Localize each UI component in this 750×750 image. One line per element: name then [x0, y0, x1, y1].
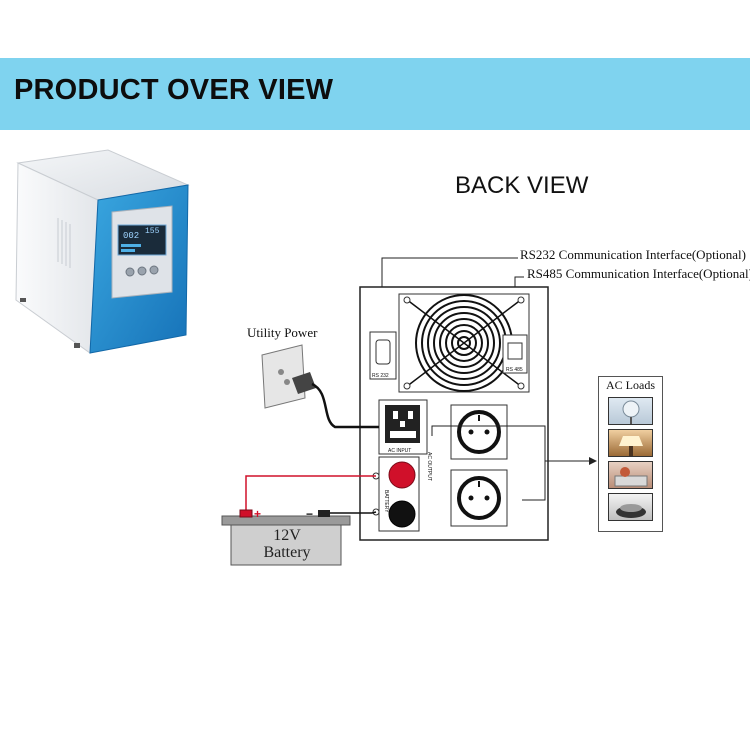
panel-button-1[interactable] [125, 267, 135, 277]
battery-negative-post [318, 510, 330, 517]
load-kitchen-image [608, 461, 653, 489]
battery-negative-wire [324, 511, 377, 514]
battery-positive-post [239, 509, 253, 518]
page-title: PRODUCT OVER VIEW [14, 74, 334, 106]
battery-positive-wire [245, 475, 376, 513]
utility-power-cable [311, 382, 379, 429]
rs232-callout-label: RS232 Communication Interface(Optional) [520, 247, 747, 262]
ac-output-label: AC OUTPUT [426, 452, 432, 481]
ac-load-arrow-head [589, 457, 597, 465]
panel-button-3[interactable] [149, 265, 159, 275]
positive-terminal [388, 461, 416, 489]
utility-power-label: Utility Power [247, 325, 318, 340]
battery-name: Battery [263, 544, 311, 561]
foot [20, 298, 26, 302]
load-cooker-image [608, 493, 653, 521]
battery-terminal-label: BATTERY [383, 490, 389, 513]
side-vents [57, 218, 71, 268]
rs232-port-label: RS 232 [372, 373, 389, 379]
battery-label: 12V Battery [232, 527, 342, 561]
positive-sign: + [254, 507, 261, 521]
header-banner: PRODUCT OVER VIEW [0, 58, 750, 130]
ac-loads-title: AC Loads [606, 378, 655, 392]
load-lamp-image [608, 429, 653, 457]
ac-input-label: AC INPUT [388, 448, 411, 454]
back-view-title: BACK VIEW [455, 172, 589, 199]
foot [74, 343, 80, 348]
ac-output-wire [431, 425, 546, 501]
utility-power-plug [261, 344, 316, 409]
load-fan-image [608, 397, 653, 425]
negative-terminal [388, 500, 416, 528]
rj45-connector [507, 342, 523, 360]
ac-loads-box: AC Loads [598, 376, 663, 532]
ac-output-socket-2 [450, 469, 508, 527]
db9-connector [375, 339, 391, 365]
panel-button-2[interactable] [137, 266, 147, 276]
rs485-port-label: RS 485 [506, 367, 523, 373]
battery-voltage: 12V [273, 527, 301, 544]
ac-output-socket-1 [450, 404, 508, 460]
lcd-readout-top: 002 [123, 231, 139, 241]
rs485-callout-label: RS485 Communication Interface(Optional) [527, 266, 750, 281]
lcd-readout-right: 155 [145, 227, 160, 236]
battery: + − [221, 507, 351, 566]
negative-sign: − [306, 507, 313, 521]
